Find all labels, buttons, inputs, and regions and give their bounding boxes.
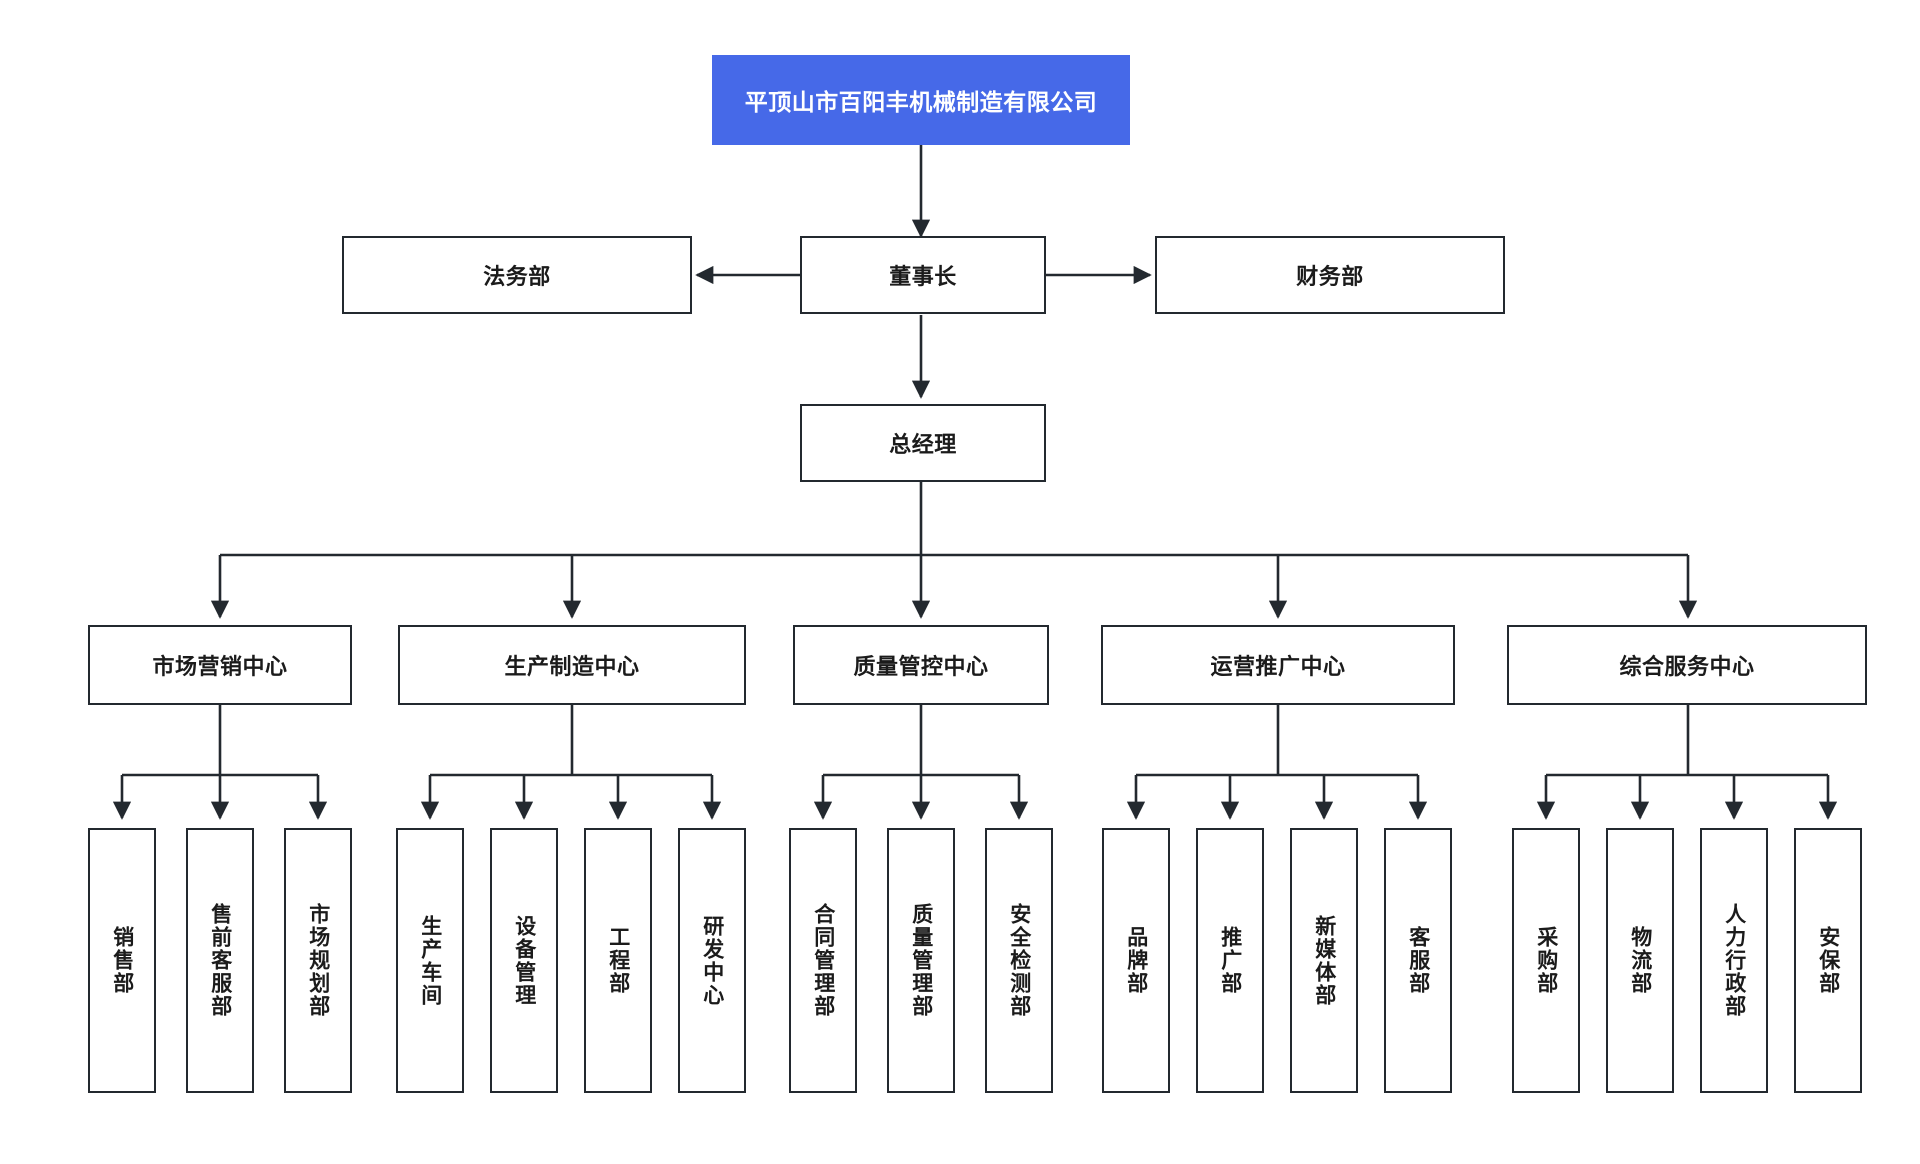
node-chairman[interactable]: 董事长 — [800, 236, 1046, 314]
node-dept-presale-service-label: 售前客服部 — [208, 903, 232, 1018]
node-center-service-label: 综合服务中心 — [1619, 654, 1755, 679]
node-dept-rnd-center-label: 研发中心 — [700, 914, 724, 1007]
node-dept-quality-management[interactable]: 质量管理部 — [887, 828, 955, 1093]
node-dept-hr-admin[interactable]: 人力行政部 — [1700, 828, 1768, 1093]
node-dept-brand[interactable]: 品牌部 — [1102, 828, 1170, 1093]
node-center-manufacturing-label: 生产制造中心 — [504, 654, 640, 679]
node-dept-logistics-label: 物流部 — [1628, 926, 1652, 995]
node-dept-equipment-management[interactable]: 设备管理 — [490, 828, 558, 1093]
node-dept-engineering-label: 工程部 — [606, 926, 630, 995]
node-chairman-label: 董事长 — [889, 264, 957, 289]
node-legal-department[interactable]: 法务部 — [342, 236, 692, 314]
node-dept-safety-inspection[interactable]: 安全检测部 — [985, 828, 1053, 1093]
node-center-service[interactable]: 综合服务中心 — [1507, 625, 1867, 705]
node-center-marketing-label: 市场营销中心 — [152, 654, 288, 679]
node-dept-customer-service[interactable]: 客服部 — [1384, 828, 1452, 1093]
node-dept-promotion[interactable]: 推广部 — [1196, 828, 1264, 1093]
node-dept-hr-admin-label: 人力行政部 — [1722, 903, 1746, 1018]
node-center-quality[interactable]: 质量管控中心 — [793, 625, 1049, 705]
node-center-manufacturing[interactable]: 生产制造中心 — [398, 625, 746, 705]
node-dept-security-label: 安保部 — [1816, 926, 1840, 995]
node-dept-production-workshop[interactable]: 生产车间 — [396, 828, 464, 1093]
node-dept-market-planning[interactable]: 市场规划部 — [284, 828, 352, 1093]
node-center-operations[interactable]: 运营推广中心 — [1101, 625, 1455, 705]
node-dept-rnd-center[interactable]: 研发中心 — [678, 828, 746, 1093]
node-dept-market-planning-label: 市场规划部 — [306, 903, 330, 1018]
node-dept-production-workshop-label: 生产车间 — [418, 914, 442, 1007]
node-root-company[interactable]: 平顶山市百阳丰机械制造有限公司 — [712, 55, 1130, 145]
node-dept-equipment-management-label: 设备管理 — [512, 914, 536, 1007]
node-dept-brand-label: 品牌部 — [1124, 926, 1148, 995]
node-dept-quality-management-label: 质量管理部 — [909, 903, 933, 1018]
node-dept-sales-label: 销售部 — [110, 926, 134, 995]
node-dept-security[interactable]: 安保部 — [1794, 828, 1862, 1093]
node-dept-contract-management[interactable]: 合同管理部 — [789, 828, 857, 1093]
node-dept-sales[interactable]: 销售部 — [88, 828, 156, 1093]
node-center-marketing[interactable]: 市场营销中心 — [88, 625, 352, 705]
node-finance-department-label: 财务部 — [1296, 264, 1364, 289]
node-dept-contract-management-label: 合同管理部 — [811, 903, 835, 1018]
node-dept-promotion-label: 推广部 — [1218, 926, 1242, 995]
node-dept-customer-service-label: 客服部 — [1406, 926, 1430, 995]
node-dept-procurement-label: 采购部 — [1534, 926, 1558, 995]
node-dept-new-media-label: 新媒体部 — [1312, 914, 1336, 1007]
node-dept-engineering[interactable]: 工程部 — [584, 828, 652, 1093]
node-center-quality-label: 质量管控中心 — [853, 654, 989, 679]
node-finance-department[interactable]: 财务部 — [1155, 236, 1505, 314]
node-dept-logistics[interactable]: 物流部 — [1606, 828, 1674, 1093]
node-general-manager-label: 总经理 — [889, 432, 957, 457]
node-center-operations-label: 运营推广中心 — [1210, 654, 1346, 679]
node-legal-department-label: 法务部 — [483, 264, 551, 289]
node-root-company-label: 平顶山市百阳丰机械制造有限公司 — [744, 89, 1098, 115]
node-dept-procurement[interactable]: 采购部 — [1512, 828, 1580, 1093]
node-general-manager[interactable]: 总经理 — [800, 404, 1046, 482]
node-dept-presale-service[interactable]: 售前客服部 — [186, 828, 254, 1093]
node-dept-safety-inspection-label: 安全检测部 — [1007, 903, 1031, 1018]
node-dept-new-media[interactable]: 新媒体部 — [1290, 828, 1358, 1093]
